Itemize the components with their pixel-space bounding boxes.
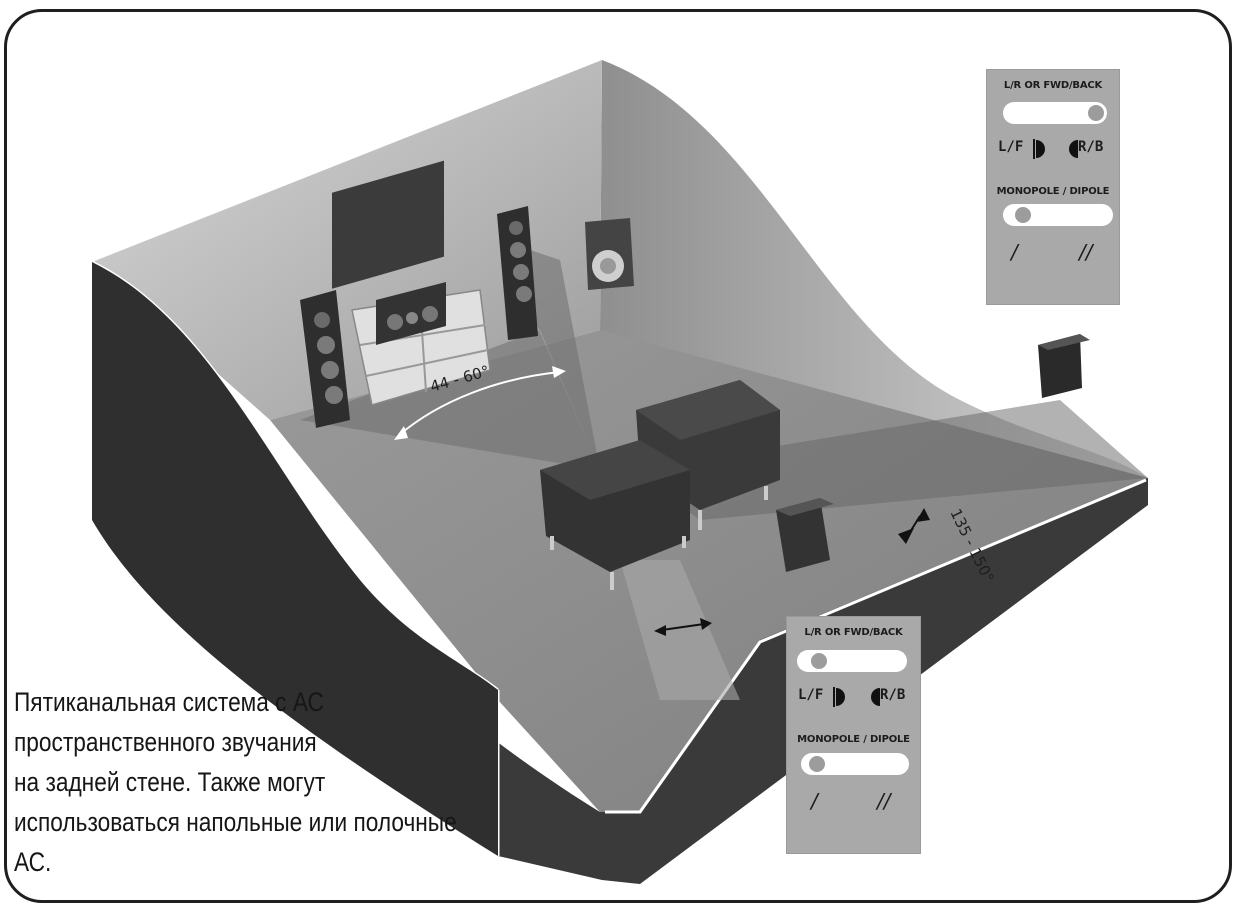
placement-double-arrow — [654, 618, 712, 636]
left-tower-speaker — [300, 290, 350, 428]
front-angle-arc — [397, 371, 561, 437]
caption-line: использоваться напольные или полочные — [14, 807, 457, 837]
switch-panel-upper: L/R OR FWD/BACK L/F R/B MONOPOLE / DIPOL… — [987, 70, 1119, 304]
left-wall-side — [92, 262, 498, 856]
panel-lower-lr-switch[interactable] — [797, 650, 907, 672]
caption-line: Пятиканальная система с АС — [14, 687, 324, 717]
divider-bar-icon — [1033, 139, 1035, 159]
surround-beam — [630, 400, 1148, 520]
dipole-symbol: // — [1079, 240, 1093, 264]
surround-speaker-floor — [776, 498, 834, 572]
panel-lower-right-label: R/B — [880, 687, 906, 703]
half-circle-left-icon — [1069, 140, 1078, 158]
panel-upper-right-label: R/B — [1078, 139, 1104, 155]
monopole-symbol: / — [1011, 240, 1018, 264]
panel-upper-left-label: L/F — [998, 139, 1024, 155]
panel-upper-lr-switch[interactable] — [1003, 102, 1107, 124]
panel-upper-switch2-label: MONOPOLE / DIPOLE — [996, 186, 1110, 197]
tv-screen — [332, 160, 444, 289]
surround-speaker-wall — [1038, 334, 1090, 398]
dipole-symbol: // — [877, 789, 891, 813]
diagram-caption: Пятиканальная система с АС пространствен… — [14, 682, 501, 882]
caption-line: пространственного звучания — [14, 727, 317, 757]
divider-bar-icon — [833, 687, 835, 707]
panel-upper-switch1-label: L/R OR FWD/BACK — [1003, 80, 1103, 91]
panel-lower-switch2-label: MONOPOLE / DIPOLE — [797, 734, 910, 745]
half-circle-right-icon — [1036, 140, 1045, 158]
armchair-front — [540, 440, 690, 590]
half-circle-right-icon — [836, 688, 845, 706]
panel-upper-mono-knob[interactable] — [1015, 207, 1031, 223]
panel-lower-mono-knob[interactable] — [809, 756, 825, 772]
panel-lower-switch1-label: L/R OR FWD/BACK — [804, 627, 903, 638]
caption-line: АС. — [14, 847, 52, 877]
center-speaker — [376, 282, 446, 345]
half-circle-left-icon — [871, 688, 880, 706]
switch-panel-lower: L/R OR FWD/BACK L/F R/B MONOPOLE / DIPOL… — [787, 617, 920, 853]
panel-lower-mono-switch[interactable] — [801, 753, 909, 775]
panel-upper-lr-knob[interactable] — [1088, 105, 1104, 121]
panel-lower-lr-knob[interactable] — [811, 653, 827, 669]
right-tower-speaker — [497, 206, 538, 340]
monopole-symbol: / — [811, 789, 818, 813]
caption-line: на задней стене. Также могут — [14, 767, 326, 797]
panel-upper-mono-switch[interactable] — [1003, 204, 1113, 226]
subwoofer — [585, 218, 634, 290]
panel-lower-left-label: L/F — [798, 687, 824, 703]
